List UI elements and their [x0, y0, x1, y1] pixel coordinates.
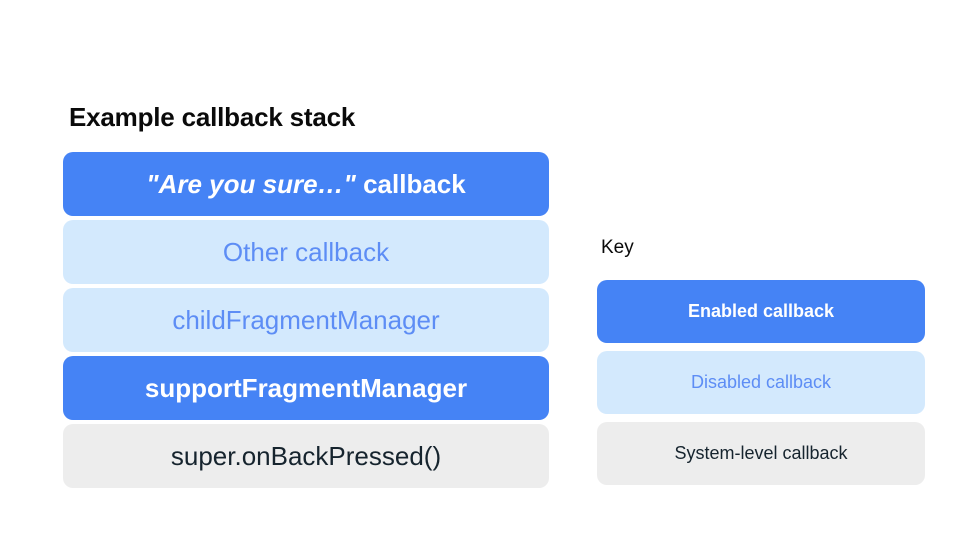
- stack-row-label: supportFragmentManager: [144, 372, 468, 403]
- key-item-label: Enabled callback: [687, 300, 835, 321]
- callback-stack-section: Example callback stack "Are you sure…" c…: [63, 100, 549, 488]
- key-item-enabled-callback: Enabled callback: [597, 280, 925, 343]
- key-item-label: Disabled callback: [690, 371, 832, 392]
- key-legend-list: Enabled callback Disabled callback Syste…: [597, 280, 925, 485]
- stack-row-supportfragmentmanager[interactable]: supportFragmentManager: [63, 356, 549, 420]
- stack-row-are-you-sure-callback[interactable]: "Are you sure…" callback: [63, 152, 549, 216]
- key-title: Key: [601, 237, 634, 258]
- stack-row-childfragmentmanager[interactable]: childFragmentManager: [63, 288, 549, 352]
- key-item-system-level-callback: System-level callback: [597, 422, 925, 485]
- stack-row-other-callback[interactable]: Other callback: [63, 220, 549, 284]
- stack-row-label-quoted: "Are you sure…": [146, 168, 356, 199]
- stack-row-label: childFragmentManager: [172, 304, 440, 335]
- stack-row-label: Other callback: [222, 236, 390, 267]
- key-legend-section: Key Enabled callback Disabled callback S…: [597, 236, 925, 485]
- stack-row-super-onbackpressed[interactable]: super.onBackPressed(): [63, 424, 549, 488]
- stack-row-label-plain: callback: [355, 168, 466, 199]
- key-item-label: System-level callback: [674, 442, 848, 463]
- callback-stack-list: "Are you sure…" callback Other callback …: [63, 152, 549, 488]
- stack-row-label: "Are you sure…" callback: [146, 168, 466, 199]
- key-item-disabled-callback: Disabled callback: [597, 351, 925, 414]
- stack-title: Example callback stack: [69, 102, 356, 132]
- stack-row-label: super.onBackPressed(): [170, 440, 442, 471]
